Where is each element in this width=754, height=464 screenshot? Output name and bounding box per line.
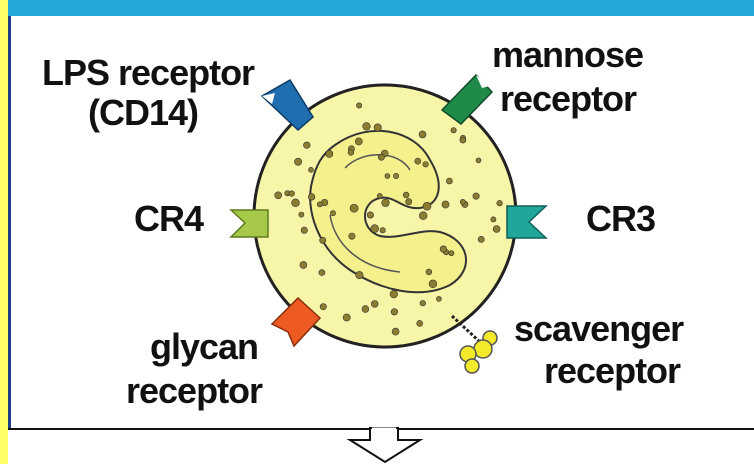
granule <box>423 162 429 168</box>
granule <box>330 211 335 216</box>
granule <box>349 233 355 239</box>
granule <box>319 270 325 276</box>
granule <box>309 167 314 172</box>
cr4-label: CR4 <box>134 200 203 238</box>
granule <box>275 192 282 199</box>
granule <box>393 173 398 178</box>
granule <box>343 314 350 321</box>
granule <box>356 271 363 278</box>
granule <box>406 199 412 205</box>
granule <box>419 131 426 138</box>
granule <box>460 137 466 143</box>
granule <box>289 191 295 197</box>
granule <box>362 306 369 313</box>
granule <box>363 123 371 131</box>
cr3-label: CR3 <box>586 200 655 238</box>
granule <box>415 158 421 164</box>
granule <box>420 300 426 306</box>
granule <box>374 124 381 131</box>
granule <box>440 246 447 253</box>
scavenger-receptor-label: scavenger <box>514 310 683 348</box>
glycan-receptor-label-line2: receptor <box>126 372 262 410</box>
granule <box>371 225 379 233</box>
granule <box>442 201 449 208</box>
mannose-receptor-label-line2: receptor <box>500 80 636 118</box>
granule <box>491 217 496 222</box>
granule <box>380 228 385 233</box>
granule <box>429 280 437 288</box>
granule <box>300 261 307 268</box>
down-arrow-icon <box>350 428 420 462</box>
granule <box>451 128 456 133</box>
granule <box>426 269 432 275</box>
granule <box>308 194 315 201</box>
granule <box>292 199 300 207</box>
granule <box>423 202 431 210</box>
granule <box>478 236 484 242</box>
granule <box>356 103 361 108</box>
granule <box>403 192 409 198</box>
lps-receptor-icon <box>262 80 313 130</box>
granule <box>460 199 465 204</box>
glycan-receptor-label: glycan <box>150 328 258 366</box>
granule <box>377 193 382 198</box>
granule <box>378 154 384 160</box>
granule <box>301 227 307 233</box>
granule <box>295 158 302 165</box>
granule <box>392 328 399 335</box>
granule <box>304 142 311 149</box>
granule <box>497 200 503 206</box>
granule <box>320 304 326 310</box>
granule <box>476 158 481 163</box>
granule <box>367 212 373 218</box>
mannose-receptor-label: mannose <box>492 36 643 74</box>
granule <box>326 150 333 157</box>
lps-receptor-label: LPS receptor <box>42 54 254 92</box>
granule <box>382 199 390 207</box>
granule <box>493 226 500 233</box>
granule <box>419 212 427 220</box>
granule <box>417 320 423 326</box>
granule <box>299 212 304 217</box>
scavenger-receptor-label-line2: receptor <box>544 352 680 390</box>
granule <box>449 251 454 256</box>
granule <box>317 202 322 207</box>
granule <box>390 290 398 298</box>
granule <box>350 204 358 212</box>
granule <box>371 301 378 308</box>
cr3-receptor-icon <box>507 206 546 238</box>
granule <box>320 237 326 243</box>
granule <box>385 174 390 179</box>
granule <box>348 150 354 156</box>
granule <box>391 309 398 316</box>
lps-receptor-subtitle: (CD14) <box>88 94 198 132</box>
granule <box>355 138 362 145</box>
granule <box>473 193 479 199</box>
cr4-receptor-icon <box>231 210 268 237</box>
granule <box>446 178 452 184</box>
granule <box>436 296 441 301</box>
